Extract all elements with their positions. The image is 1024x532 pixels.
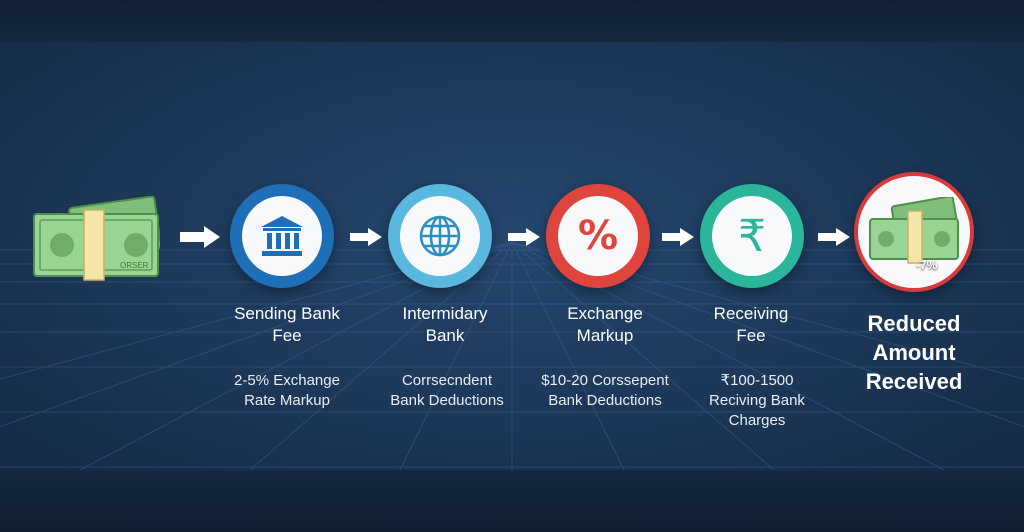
receiving-fee-node: ₹ [700, 184, 804, 288]
arrow-2 [350, 228, 382, 246]
step-1-desc: 2-5% Exchange Rate Markup [234, 372, 340, 409]
arrow-5 [818, 228, 850, 246]
step-4-desc: ₹100-1500 Reciving Bank Charges [709, 372, 805, 429]
step-1-title: Sending Bank Fee [234, 304, 340, 345]
exchange-markup-node: % [546, 184, 650, 288]
reduced-amount-node [854, 172, 974, 292]
intermediary-bank-node [388, 184, 492, 288]
step-3-desc: $10-20 Corssepent Bank Deductions [541, 372, 669, 409]
arrow-1 [180, 226, 220, 248]
step-2-desc: Corrsecndent Bank Deductions [390, 372, 504, 409]
bottom-band [0, 470, 1024, 532]
globe-icon [400, 196, 480, 276]
step-2-title: Intermidary Bank [402, 304, 488, 345]
top-band [0, 0, 1024, 42]
note-text: ORSER [120, 261, 149, 270]
percent-glyph: % [577, 213, 619, 259]
rupee-glyph: ₹ [738, 210, 766, 262]
rupee-icon: ₹ [712, 196, 792, 276]
cash-stack-icon [869, 197, 960, 264]
diagram-background [0, 42, 1024, 470]
arrow-3 [508, 228, 540, 246]
cash-stack-icon: ORSER [32, 195, 162, 282]
percent-icon: % [558, 196, 638, 276]
sending-bank-node [230, 184, 334, 288]
reduction-badge: -7% [916, 258, 938, 272]
step-4-title: Receiving Fee [713, 304, 789, 345]
bank-icon [242, 196, 322, 276]
final-title: Reduced Amount Received [865, 311, 963, 394]
arrow-4 [662, 228, 694, 246]
step-3-title: Exchange Markup [567, 304, 643, 345]
